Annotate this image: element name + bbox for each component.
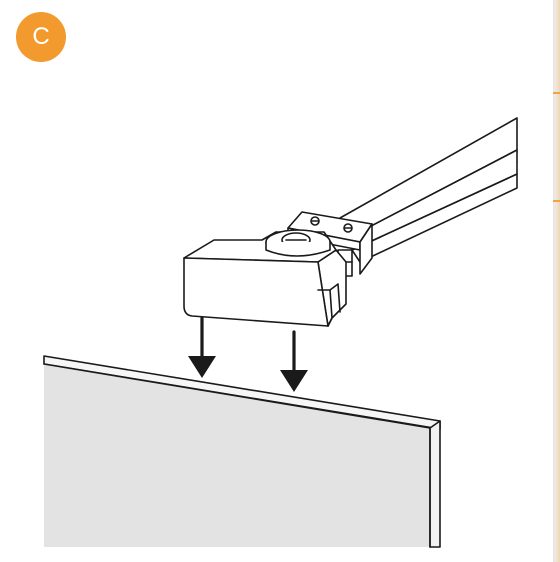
page-edge-mark bbox=[553, 92, 560, 94]
clamp-slot bbox=[317, 289, 333, 327]
glass-panel bbox=[43, 355, 441, 548]
page-edge bbox=[553, 0, 560, 562]
step-badge: C bbox=[16, 12, 66, 62]
wall-clamp bbox=[183, 229, 347, 327]
glass-panel-side-edge bbox=[429, 420, 441, 548]
support-bar bbox=[339, 117, 518, 263]
page-edge-mark bbox=[553, 200, 560, 202]
clamp-front bbox=[183, 257, 329, 327]
glass-panel-face bbox=[44, 364, 430, 547]
down-arrow bbox=[280, 330, 308, 392]
hinge-side bbox=[359, 223, 373, 275]
down-arrow bbox=[188, 316, 216, 378]
step-label: C bbox=[32, 23, 50, 50]
